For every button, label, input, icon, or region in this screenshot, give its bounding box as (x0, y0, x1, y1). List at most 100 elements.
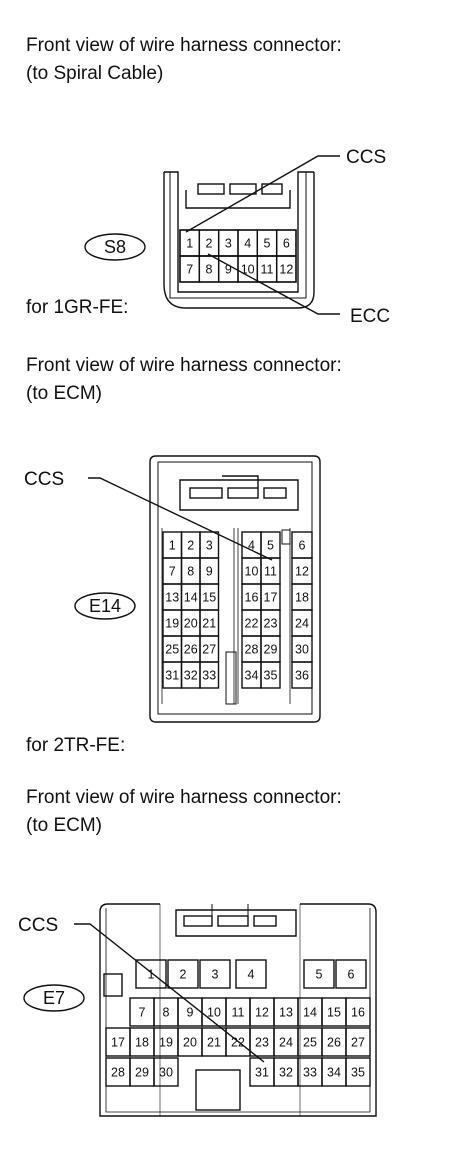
pin-cell (135, 959, 167, 989)
pin-number: 7 (186, 263, 193, 277)
pin-number: 24 (279, 1036, 293, 1050)
pin-number: 10 (207, 1006, 221, 1020)
e7-heading-line1: Front view of wire harness connector: (26, 787, 342, 808)
pin-number: 29 (264, 643, 278, 657)
e7-oval (23, 984, 85, 1012)
s8-ccs-leader (185, 155, 340, 233)
pin-number: 30 (295, 643, 309, 657)
pin-number: 4 (248, 968, 255, 982)
s8-connector-id: S8 (104, 237, 126, 257)
pin-number: 4 (248, 539, 255, 553)
pin-number: 34 (245, 669, 259, 683)
e7-connector-id: E7 (43, 988, 65, 1008)
pin-number: 35 (264, 669, 278, 683)
pin-number: 1 (186, 237, 193, 251)
pin-number: 3 (212, 968, 219, 982)
e14-ccs-leader (88, 477, 273, 561)
pin-number: 27 (202, 643, 216, 657)
pin-number: 30 (159, 1066, 173, 1080)
pin-number: 28 (111, 1066, 125, 1080)
pin-cell (235, 959, 267, 989)
pin-number: 3 (206, 539, 213, 553)
pin-number: 8 (206, 263, 213, 277)
engine-label-1gr: for 1GR-FE: (26, 297, 129, 318)
pin-number: 9 (206, 565, 213, 579)
pin-number: 15 (202, 591, 216, 605)
pin-cell (153, 1057, 179, 1087)
pin-number: 33 (303, 1066, 317, 1080)
pin-number: 11 (261, 263, 274, 277)
pin-number: 12 (295, 565, 309, 579)
pin-number: 11 (264, 565, 277, 579)
pin-cell (291, 661, 313, 689)
pin-number: 34 (327, 1066, 341, 1080)
pin-number: 1 (169, 539, 176, 553)
pin-number: 33 (202, 669, 216, 683)
pin-number: 21 (207, 1036, 221, 1050)
pin-number: 6 (299, 539, 306, 553)
pin-number: 31 (255, 1066, 269, 1080)
e7-heading-line2: (to ECM) (26, 815, 102, 836)
pin-number: 18 (135, 1036, 149, 1050)
e14-connector-id: E14 (89, 596, 121, 616)
pin-number: 19 (165, 617, 179, 631)
pin-number: 32 (279, 1066, 293, 1080)
pin-cell (260, 661, 281, 689)
pin-number: 12 (255, 1006, 269, 1020)
pin-number: 8 (163, 1006, 170, 1020)
pin-number: 9 (225, 263, 232, 277)
pin-number: 17 (111, 1036, 125, 1050)
e14-heading-line2: (to ECM) (26, 383, 102, 404)
engine-label-2tr: for 2TR-FE: (26, 735, 126, 756)
pin-number: 10 (245, 565, 259, 579)
pin-number: 11 (232, 1006, 245, 1020)
e14-heading-line1: Front view of wire harness connector: (26, 355, 342, 376)
s8-heading-line2: (to Spiral Cable) (26, 63, 164, 84)
pin-number: 3 (225, 237, 232, 251)
e14-oval (74, 592, 136, 620)
s8-ecc-label: ECC (350, 306, 390, 327)
pin-number: 16 (245, 591, 259, 605)
pin-number: 6 (283, 237, 290, 251)
s8-ecc-leader (207, 253, 340, 315)
pin-number: 6 (348, 968, 355, 982)
pin-number: 5 (264, 237, 271, 251)
pin-number: 2 (180, 968, 187, 982)
pin-cell (167, 959, 199, 989)
pin-cell (345, 1057, 371, 1087)
pin-number: 20 (184, 617, 198, 631)
pin-number: 2 (206, 237, 213, 251)
pin-number: 5 (267, 539, 274, 553)
pin-number: 27 (351, 1036, 365, 1050)
pin-number: 8 (187, 565, 194, 579)
pin-number: 9 (187, 1006, 194, 1020)
pin-number: 25 (165, 643, 179, 657)
pin-number: 17 (264, 591, 278, 605)
pin-number: 7 (139, 1006, 146, 1020)
pin-number: 2 (187, 539, 194, 553)
pin-number: 28 (245, 643, 259, 657)
pin-number: 19 (159, 1036, 173, 1050)
pin-number: 13 (279, 1006, 293, 1020)
pin-cell (199, 959, 231, 989)
pin-number: 35 (351, 1066, 365, 1080)
e7-ccs-label: CCS (18, 915, 58, 936)
pin-number: 26 (327, 1036, 341, 1050)
pin-number: 14 (303, 1006, 317, 1020)
pin-cell (303, 959, 335, 989)
pin-number: 1 (148, 968, 155, 982)
pin-cell (345, 997, 371, 1027)
pin-cell (275, 255, 297, 283)
pin-number: 13 (165, 591, 179, 605)
pin-number: 7 (169, 565, 176, 579)
pin-number: 26 (184, 643, 198, 657)
pin-cell (335, 959, 367, 989)
pin-number: 16 (351, 1006, 365, 1020)
pin-number: 18 (295, 591, 309, 605)
pin-number: 23 (255, 1036, 269, 1050)
pin-number: 24 (295, 617, 309, 631)
e7-ccs-leader (74, 923, 265, 1063)
